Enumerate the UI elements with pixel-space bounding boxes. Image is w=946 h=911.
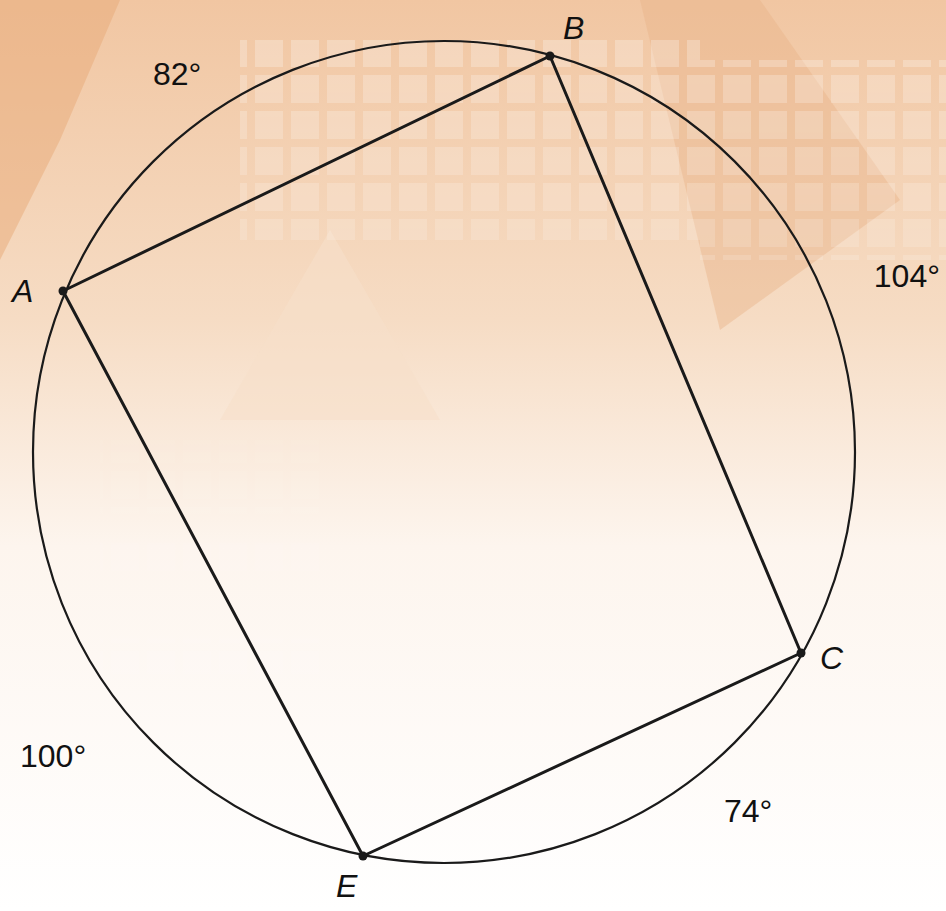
arc-measure: 100° — [20, 740, 86, 772]
vertex-dot — [359, 852, 368, 861]
vertex-dot — [797, 649, 806, 658]
circle — [33, 41, 855, 863]
point-label: A — [12, 275, 33, 307]
arc-measure: 82° — [153, 58, 201, 90]
vertex-dot — [546, 52, 555, 61]
vertex-dot — [59, 287, 68, 296]
arc-measure: 104° — [874, 260, 940, 292]
point-label: C — [820, 642, 843, 674]
quadrilateral — [63, 56, 801, 856]
point-label: E — [336, 870, 357, 902]
arc-measure: 74° — [724, 795, 772, 827]
point-label: B — [563, 12, 584, 44]
